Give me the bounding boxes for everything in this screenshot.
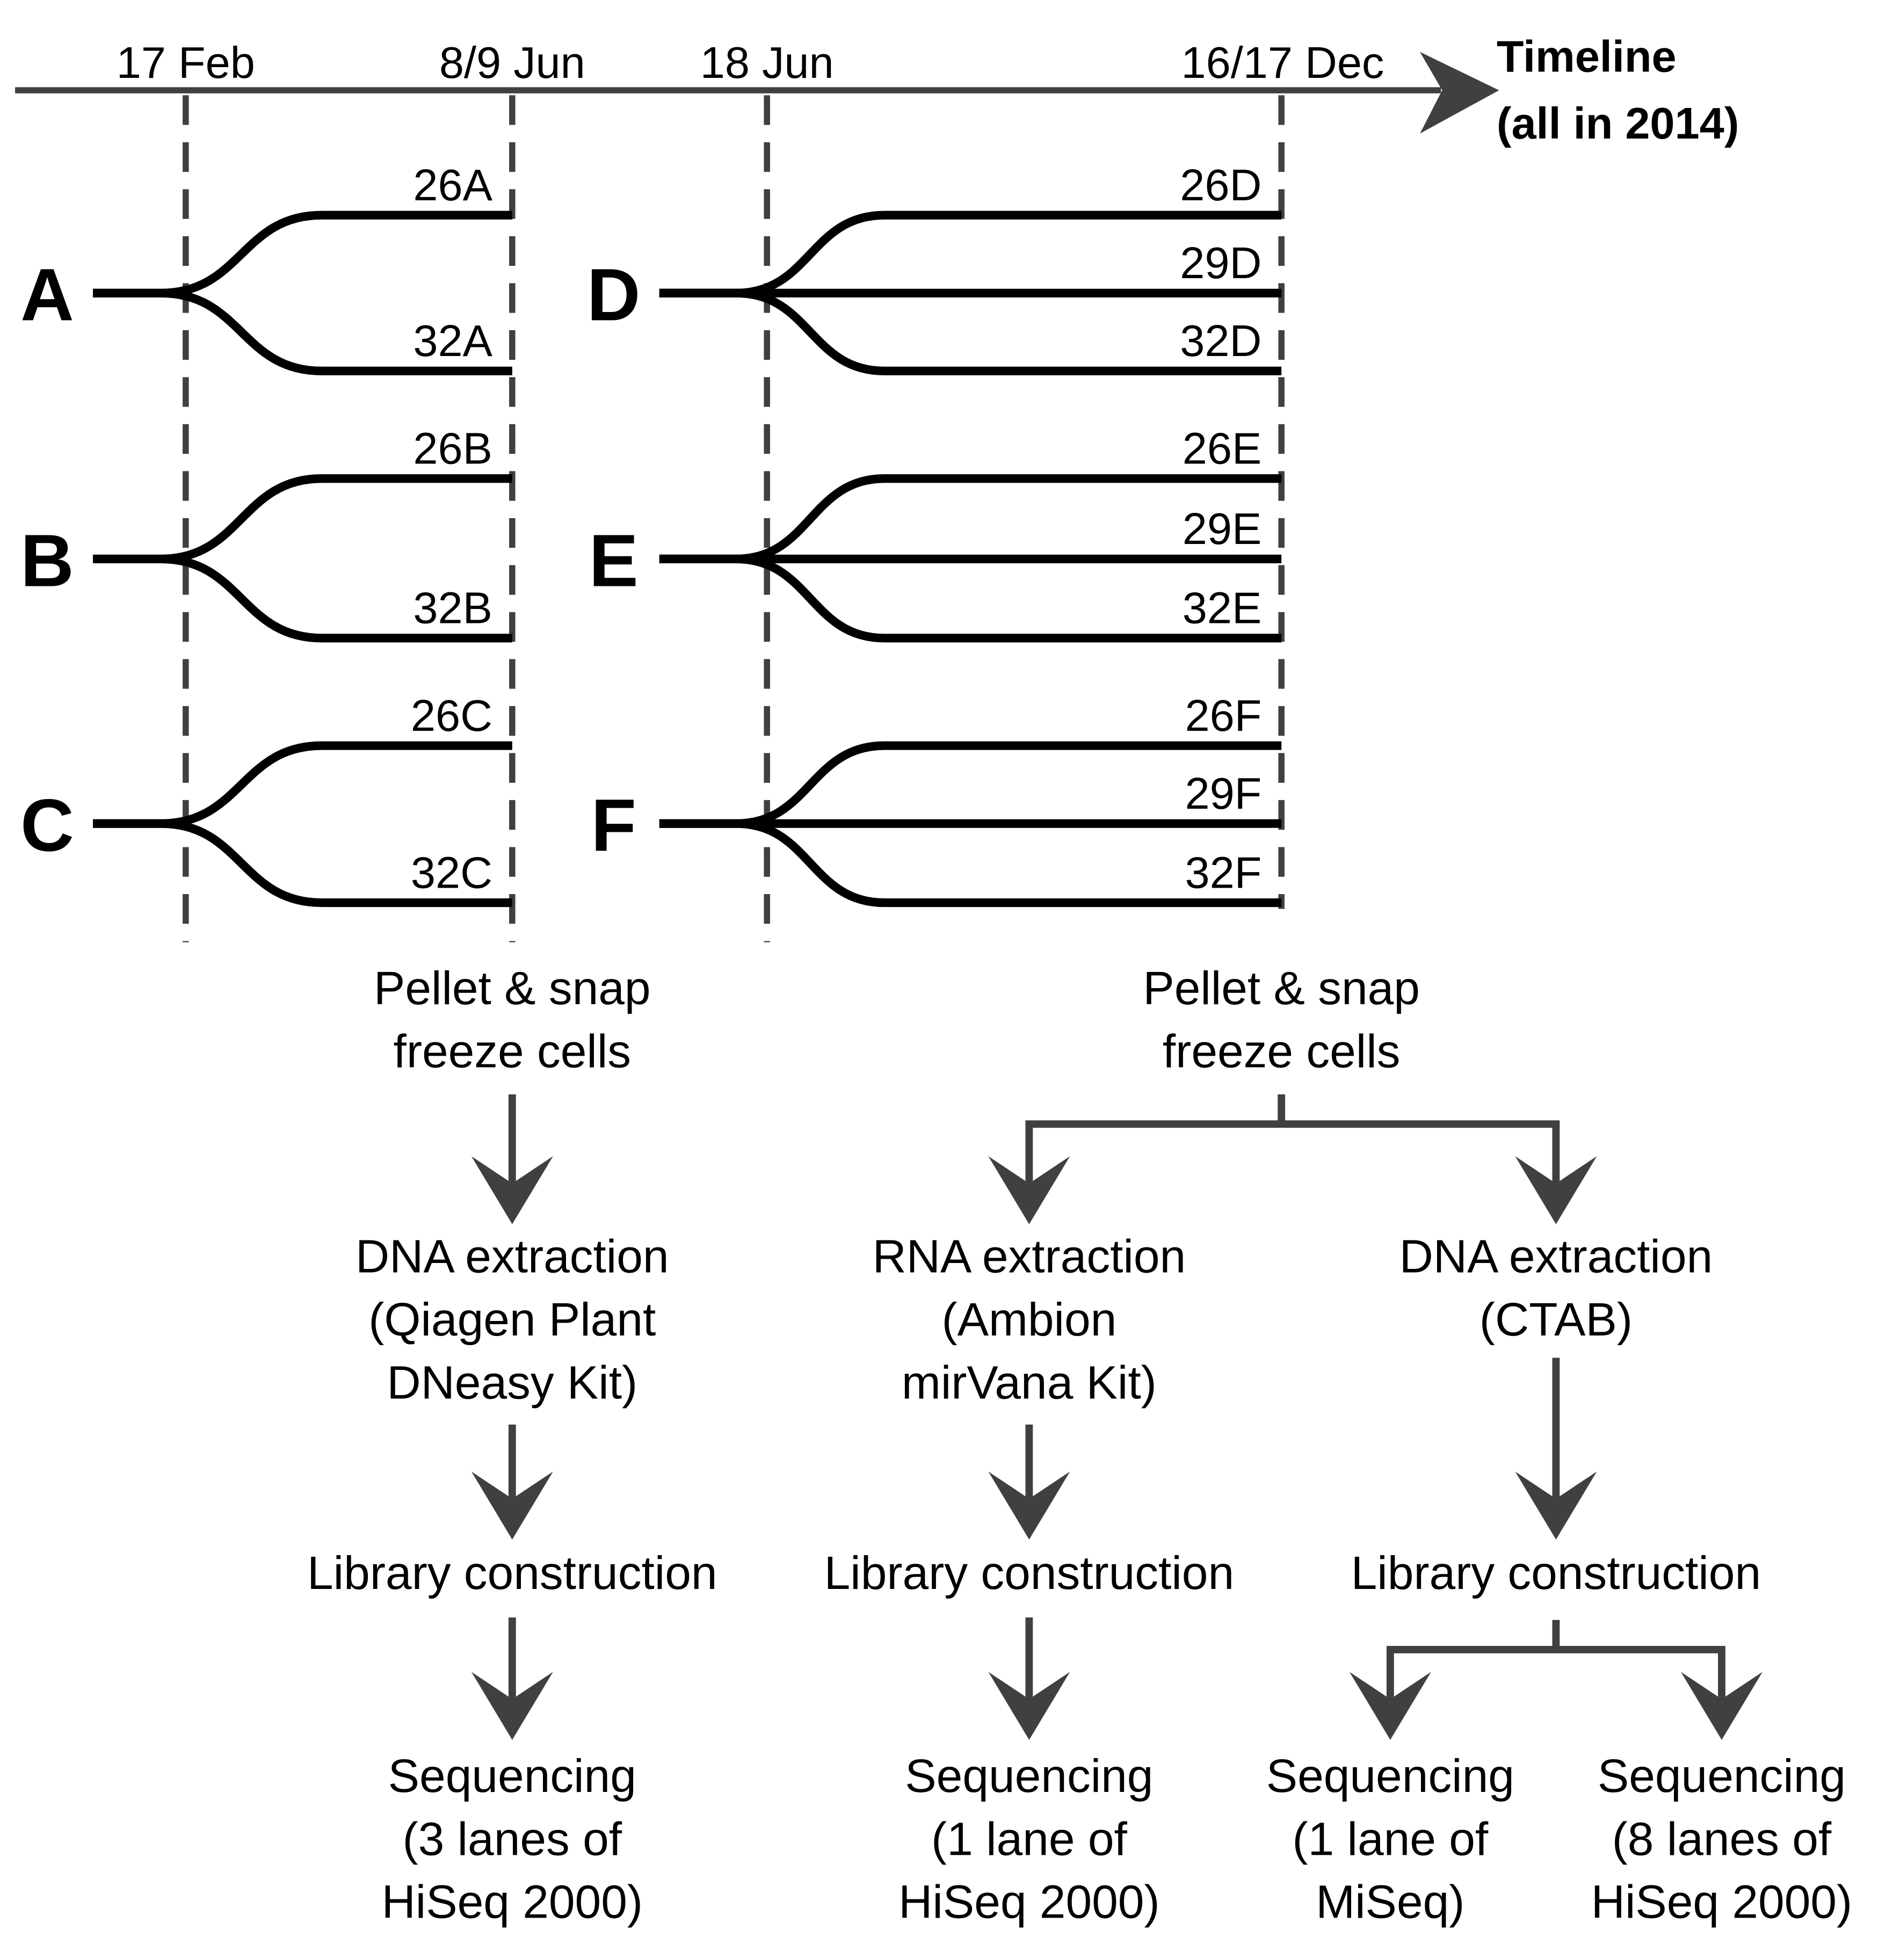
left-culture-branches <box>93 210 512 908</box>
left-arrowhead-2 <box>471 1471 553 1540</box>
rna-extraction-line2: (Ambion <box>941 1293 1116 1346</box>
rna-sequencing-line1: Sequencing <box>905 1750 1153 1802</box>
branch-label-32a: 32A <box>413 316 492 366</box>
right-harvest-line2: freeze cells <box>1163 1025 1401 1077</box>
branch-label-32d: 32D <box>1180 316 1261 366</box>
left-culture-labels: A B C 26A 32A 26B 32B 26C 32C <box>20 160 493 897</box>
timeline-subtitle: (all in 2014) <box>1497 98 1739 148</box>
branch-32d <box>659 288 1282 375</box>
dna-arrowhead-2 <box>1515 1471 1597 1540</box>
branch-26c <box>93 741 512 828</box>
branch-label-29f: 29F <box>1185 768 1261 818</box>
hiseq-arrowhead <box>1680 1672 1763 1740</box>
left-extraction-line1: DNA extraction <box>356 1230 669 1283</box>
branch-26b <box>93 474 512 563</box>
dna-library: Library construction <box>1351 1547 1761 1599</box>
group-label-a: A <box>20 253 74 336</box>
hiseq-sequencing-line3: HiSeq 2000) <box>1591 1876 1852 1928</box>
branch-label-29e: 29E <box>1183 504 1262 554</box>
branch-label-26f: 26F <box>1185 691 1261 741</box>
group-label-d: D <box>587 253 641 336</box>
rna-sequencing-line3: HiSeq 2000) <box>898 1876 1159 1928</box>
hiseq-sequencing-line1: Sequencing <box>1598 1750 1846 1802</box>
date-16-17-dec: 16/17 Dec <box>1181 38 1384 88</box>
right-culture-labels: D E F 26D 29D 32D 26E 29E 32E 26F 29F 32… <box>587 160 1262 897</box>
branch-32b <box>93 554 512 643</box>
left-processing-flow: Pellet & snap freeze cells DNA extractio… <box>307 962 717 1928</box>
hiseq-sequencing-line2: (8 lanes of <box>1612 1812 1832 1865</box>
dna-extraction-line2: (CTAB) <box>1480 1293 1633 1346</box>
branch-label-26d: 26D <box>1180 160 1261 210</box>
branch-label-32f: 32F <box>1185 847 1261 897</box>
left-arrowhead-1 <box>471 1156 553 1224</box>
right-processing-flow: Pellet & snap freeze cells RNA extractio… <box>824 962 1853 1928</box>
right-split-connector <box>1025 1094 1560 1206</box>
date-8-9-jun: 8/9 Jun <box>439 38 585 88</box>
left-sequencing-line3: HiSeq 2000) <box>382 1876 643 1928</box>
dna-extraction-line1: DNA extraction <box>1399 1230 1713 1283</box>
left-harvest-line2: freeze cells <box>394 1025 632 1077</box>
branch-26a <box>93 210 512 297</box>
dna-arrowhead-1 <box>1515 1156 1597 1224</box>
group-label-f: F <box>591 784 636 867</box>
date-markers <box>183 95 1285 942</box>
branch-label-32b: 32B <box>413 583 492 633</box>
left-sequencing-line1: Sequencing <box>388 1750 636 1802</box>
branch-label-26a: 26A <box>413 160 492 210</box>
group-label-c: C <box>20 784 74 867</box>
miseq-sequencing-line2: (1 lane of <box>1292 1812 1489 1865</box>
branch-label-26b: 26B <box>413 424 492 474</box>
left-extraction-line3: DNeasy Kit) <box>387 1356 637 1409</box>
date-18-jun: 18 Jun <box>700 38 834 88</box>
miseq-sequencing-line1: Sequencing <box>1266 1750 1514 1802</box>
branch-32e <box>659 554 1282 643</box>
timeline-axis: 17 Feb 8/9 Jun 18 Jun 16/17 Dec Timeline… <box>15 32 1739 148</box>
timeline-title: Timeline <box>1497 32 1677 82</box>
rna-extraction-line3: mirVana Kit) <box>902 1356 1157 1409</box>
group-label-e: E <box>589 520 639 602</box>
rna-library: Library construction <box>824 1547 1235 1599</box>
branch-label-26c: 26C <box>411 691 492 741</box>
group-label-b: B <box>20 520 74 602</box>
branch-32f <box>659 819 1282 908</box>
branch-32a <box>93 288 512 375</box>
branch-label-29d: 29D <box>1180 238 1261 288</box>
branch-32c <box>93 819 512 908</box>
left-sequencing-line2: (3 lanes of <box>403 1812 622 1865</box>
rna-sequencing-line2: (1 lane of <box>931 1812 1128 1865</box>
left-arrowhead-3 <box>471 1672 553 1740</box>
branch-label-32c: 32C <box>411 847 492 897</box>
timeline-arrowhead <box>1420 52 1499 134</box>
branch-label-32e: 32E <box>1183 583 1262 633</box>
right-culture-branches <box>659 210 1282 908</box>
left-harvest-line1: Pellet & snap <box>374 962 651 1014</box>
left-extraction-line2: (Qiagen Plant <box>368 1293 656 1346</box>
right-harvest-line1: Pellet & snap <box>1143 962 1420 1014</box>
rna-extraction-line1: RNA extraction <box>873 1230 1186 1283</box>
rna-arrowhead-1 <box>988 1156 1070 1224</box>
date-17-feb: 17 Feb <box>117 38 255 88</box>
miseq-sequencing-line3: MiSeq) <box>1316 1876 1464 1928</box>
left-library: Library construction <box>307 1547 717 1599</box>
rna-arrowhead-2 <box>988 1471 1070 1540</box>
miseq-arrowhead <box>1349 1672 1431 1740</box>
branch-label-26e: 26E <box>1183 424 1262 474</box>
dna-split-connector <box>1386 1620 1725 1722</box>
rna-arrowhead-3 <box>988 1672 1070 1740</box>
